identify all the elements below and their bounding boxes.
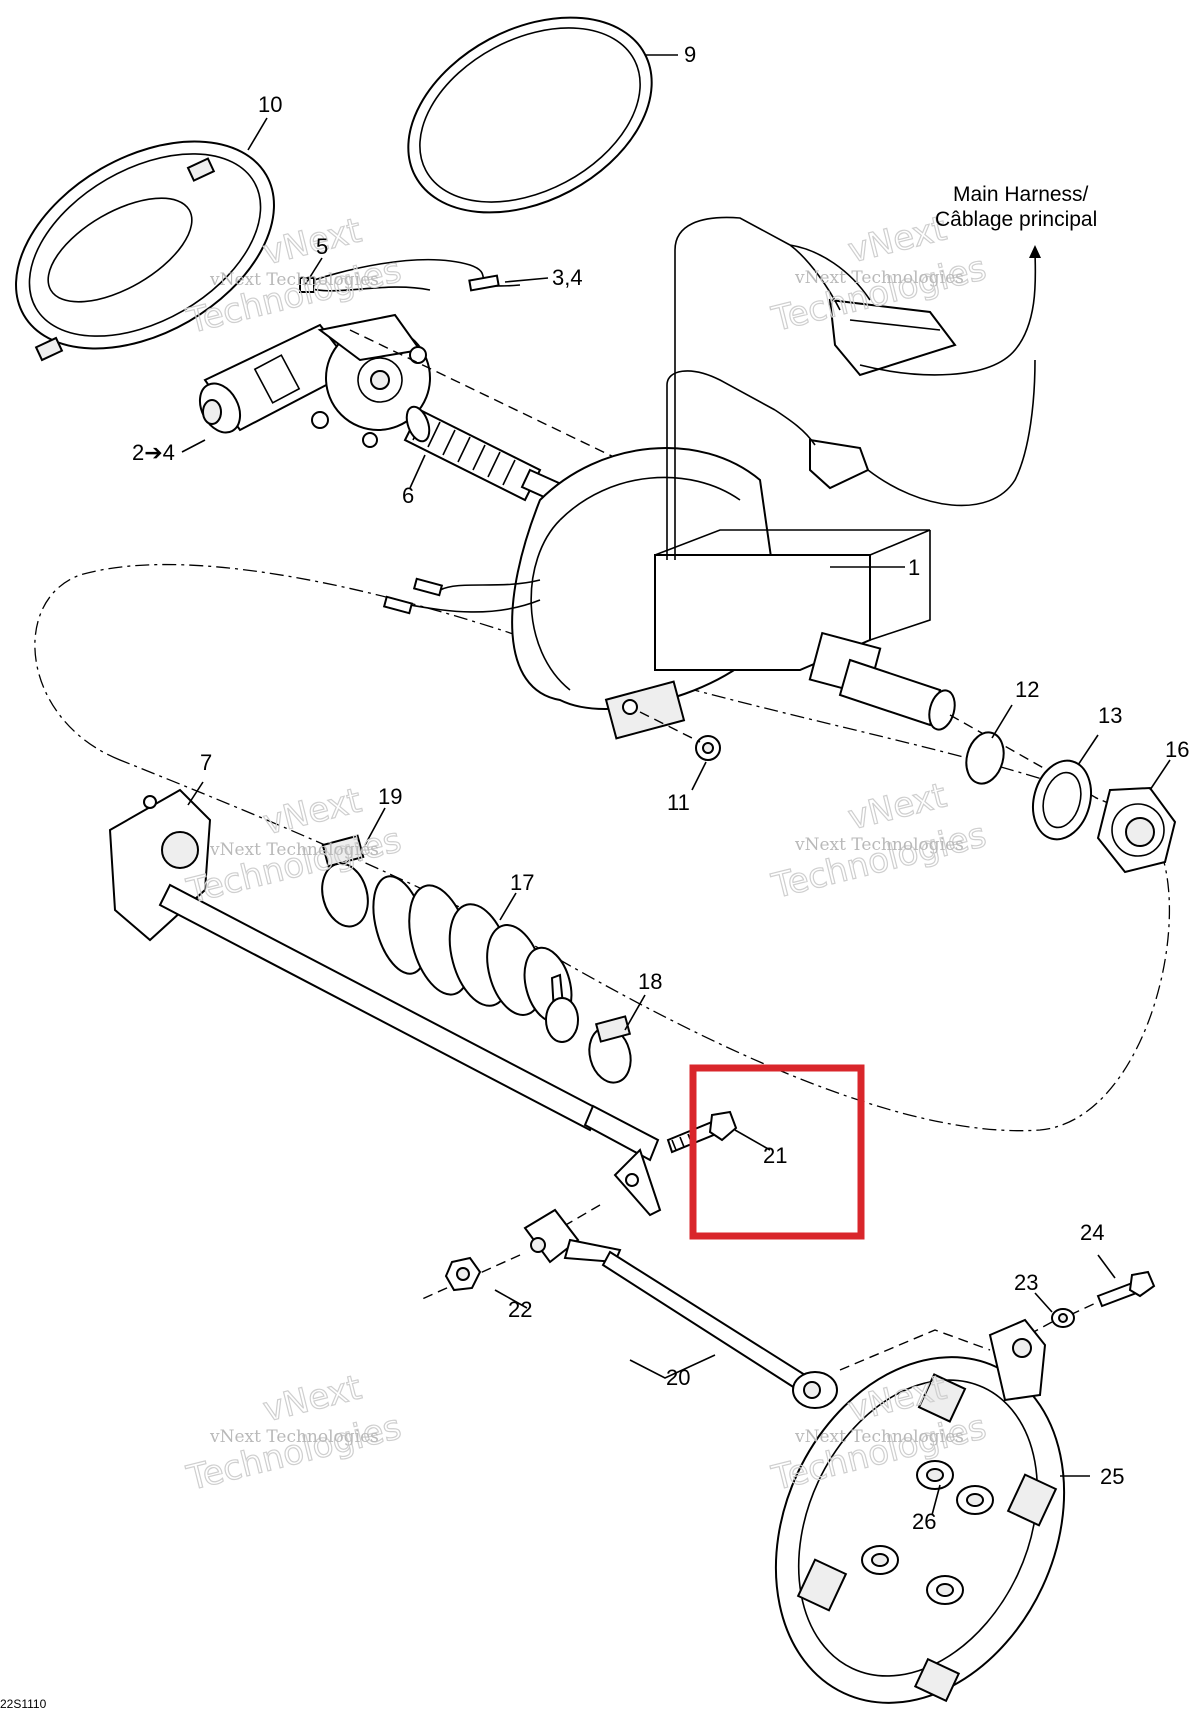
leader-lines: [181, 54, 1171, 1516]
callout-1: 1: [908, 555, 920, 580]
callout-25: 25: [1100, 1464, 1124, 1489]
part-23-washer: [1051, 1308, 1075, 1328]
callout-18: 18: [638, 969, 662, 994]
part-12-oring: [965, 731, 1005, 785]
callout-2-4: 2➔4: [132, 440, 175, 465]
part-11-nut: [695, 735, 721, 761]
part-2-4-motor: [198, 313, 431, 448]
watermark-5: vNext Technologies vNext Technologies: [182, 1367, 406, 1500]
svg-text:vNext Technologies: vNext Technologies: [209, 840, 379, 860]
part-17-boot: [372, 875, 579, 1043]
callout-labels: 10 9 5 3,4 2➔4 6 1 12 13 16 11 7 19 17 1…: [132, 42, 1189, 1534]
part-1-housing: [511, 447, 931, 740]
part-26-grommets: [861, 1460, 994, 1605]
part-10-lens: [15, 140, 275, 362]
harness-arrow: [859, 249, 1037, 376]
callout-23: 23: [1014, 1270, 1038, 1295]
watermark-4: vNext Technologies vNext Technologies: [767, 775, 991, 908]
callout-20: 20: [666, 1365, 690, 1390]
svg-text:vNext Technologies: vNext Technologies: [794, 268, 964, 288]
part-18-clamp: [588, 1015, 632, 1084]
part-7-tube: [108, 788, 662, 1217]
callout-13: 13: [1098, 703, 1122, 728]
callout-3-4: 3,4: [552, 265, 583, 290]
harness-label-fr: Câblage principal: [935, 208, 1097, 231]
part-6-worm-gear: [403, 405, 572, 507]
watermark-3: vNext Technologies vNext Technologies: [182, 780, 406, 913]
svg-text:vNext Technologies: vNext Technologies: [794, 835, 964, 855]
callout-5: 5: [316, 234, 328, 259]
watermarks: vNext Technologies vNext Technologies vN…: [182, 208, 991, 1500]
callout-17: 17: [510, 870, 534, 895]
housing-shaft: [808, 631, 956, 731]
harness-connector: [789, 244, 957, 377]
part-21-bolt: [666, 1110, 738, 1154]
callout-7: 7: [200, 750, 212, 775]
part-9-seal: [407, 16, 653, 214]
housing-wire: [674, 216, 791, 560]
part-16-hex-nut: [1096, 786, 1177, 874]
svg-text:vNext Technologies: vNext Technologies: [794, 1427, 964, 1447]
housing-connector: [774, 409, 870, 490]
callout-19: 19: [378, 784, 402, 809]
part-20-rod: [523, 1208, 838, 1409]
part-25-ring: [774, 1318, 1066, 1704]
callout-11: 11: [667, 790, 690, 815]
part-24-bolt: [1096, 1270, 1156, 1308]
part-19-clamp: [321, 834, 369, 928]
harness-label-en: Main Harness/: [953, 183, 1089, 206]
part-13-retainer: [1032, 759, 1092, 841]
figure-reference: 22S1110: [0, 1697, 47, 1711]
callout-6: 6: [402, 483, 414, 508]
callout-10: 10: [258, 92, 282, 117]
svg-text:vNext Technologies: vNext Technologies: [209, 270, 379, 290]
callout-12: 12: [1015, 677, 1039, 702]
callout-22: 22: [508, 1297, 532, 1322]
callout-21: 21: [763, 1143, 787, 1168]
part-22-nut: [444, 1256, 482, 1292]
callout-9: 9: [684, 42, 696, 67]
highlight-box-21: [689, 1064, 865, 1240]
callout-16: 16: [1165, 737, 1189, 762]
callout-26: 26: [912, 1509, 936, 1534]
callout-24: 24: [1080, 1220, 1104, 1245]
svg-text:vNext Technologies: vNext Technologies: [209, 1427, 379, 1447]
